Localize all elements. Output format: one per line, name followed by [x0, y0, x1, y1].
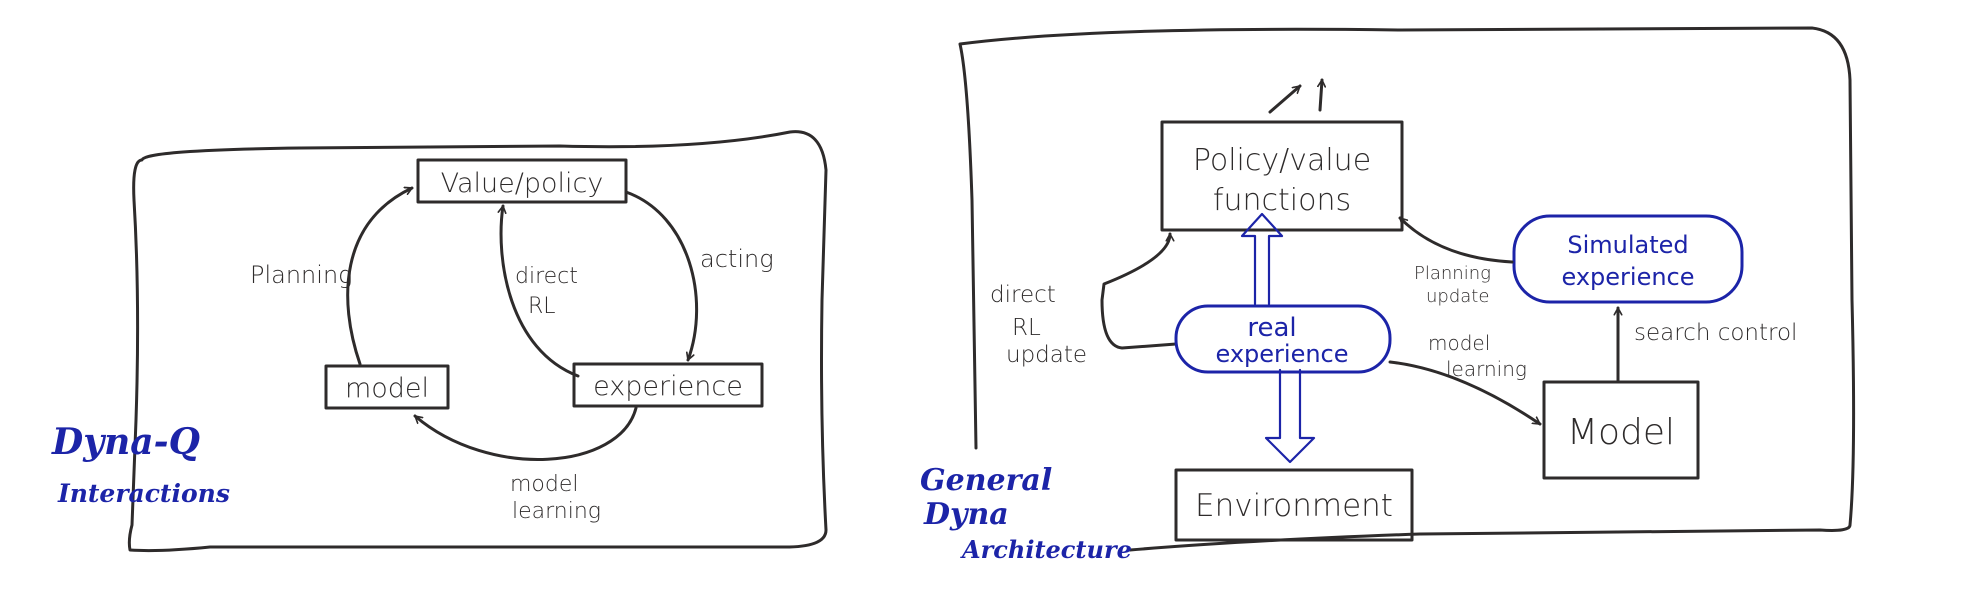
general-dyna-title-3: Architecture [960, 535, 1132, 564]
real-experience-node: real experience [1174, 304, 1392, 374]
acting-arrow [624, 190, 699, 362]
direct-rl-update-loop [1100, 232, 1178, 350]
environment-node: Environment [1174, 468, 1414, 542]
dyna-q-subtitle: Interactions [57, 479, 230, 508]
real-to-environment-double-arrow [1264, 368, 1316, 464]
direct-rl-update-label-3: update [1006, 342, 1087, 368]
dyna-q-title: Dyna-Q [51, 421, 200, 463]
dyna-q-panel: Value/policy experience model acting dir… [51, 130, 828, 553]
planning-update-label-1: Planning [1414, 263, 1491, 284]
policy-value-label-2: functions [1213, 183, 1351, 218]
model-node: model [324, 364, 450, 410]
model-node-right: Model [1542, 380, 1700, 480]
direct-rl-arrow [501, 204, 580, 378]
direct-rl-update-label-2: RL [1012, 315, 1041, 341]
simulated-experience-label-1: Simulated [1567, 231, 1688, 259]
model-learning-label-2: learning [512, 499, 601, 524]
planning-label: Planning [250, 261, 353, 289]
search-control-label: search control [1634, 320, 1797, 346]
general-dyna-panel: Policy/value functions direct RL update … [920, 26, 1856, 564]
planning-update-label-2: update [1426, 286, 1489, 307]
simulated-experience-label-2: experience [1561, 263, 1694, 291]
output-arrow-right [1320, 78, 1322, 112]
real-experience-label-2: experience [1215, 340, 1348, 368]
general-dyna-title-2: Dyna [923, 497, 1009, 532]
model-learning-arrow [413, 406, 638, 461]
model-learning-label-1: model [510, 472, 579, 497]
direct-rl-label-2: RL [528, 294, 556, 319]
acting-label: acting [700, 245, 774, 273]
model-label: model [345, 373, 429, 404]
experience-node: experience [572, 362, 764, 408]
model-learning-right-label-2: learning [1446, 357, 1527, 381]
model-right-label: Model [1567, 412, 1675, 453]
direct-rl-update-label-1: direct [990, 282, 1056, 308]
planning-update-arrow [1398, 216, 1514, 264]
policy-value-node: Policy/value functions [1160, 120, 1404, 232]
general-dyna-title-1: General [920, 463, 1052, 498]
policy-value-label-1: Policy/value [1193, 143, 1371, 178]
experience-label: experience [593, 371, 743, 402]
model-learning-arrow-right [1388, 360, 1542, 426]
environment-label: Environment [1195, 488, 1393, 524]
value-policy-node: Value/policy [416, 158, 628, 204]
simulated-experience-node: Simulated experience [1512, 214, 1744, 304]
output-arrow-left [1268, 84, 1302, 114]
direct-rl-label-1: direct [515, 264, 578, 289]
planning-arrow [346, 186, 414, 366]
general-dyna-frame [958, 26, 1856, 552]
model-learning-right-label-1: model [1428, 331, 1490, 355]
dyna-q-frame [127, 130, 828, 553]
real-to-policy-double-arrow [1240, 212, 1284, 306]
value-policy-label: Value/policy [441, 168, 604, 199]
real-experience-label-1: real [1247, 313, 1296, 343]
